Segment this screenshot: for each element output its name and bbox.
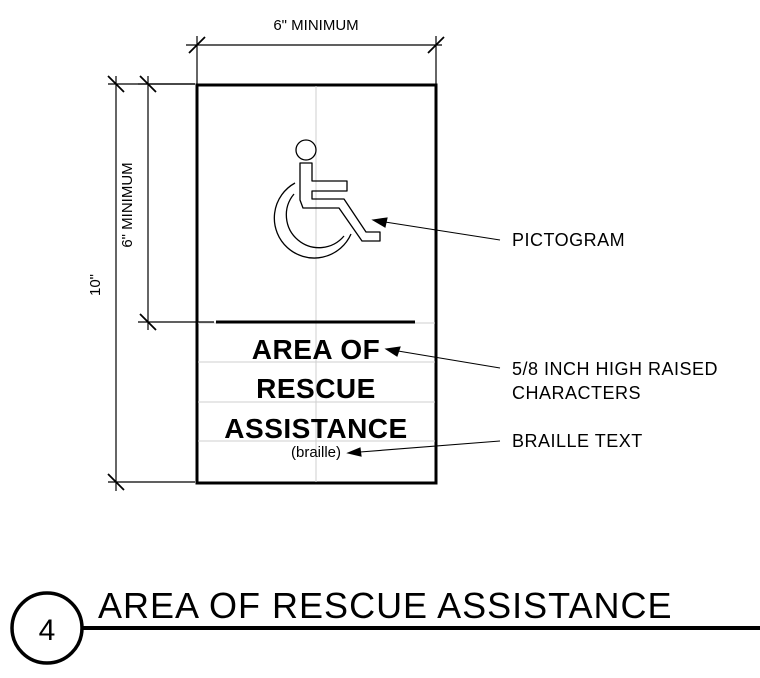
detail-number: 4 <box>39 614 56 647</box>
sign-text-line-1: AREA OF <box>252 334 380 365</box>
width-dimension <box>186 36 445 84</box>
width-dimension-label: 6" MINIMUM <box>273 17 358 34</box>
braille-label: (braille) <box>291 444 341 461</box>
pictogram-height-dimension <box>138 75 214 331</box>
callout-raised-characters-line-2: CHARACTERS <box>512 383 641 403</box>
pictogram-height-label: 6" MINIMUM <box>119 162 136 247</box>
callout-raised-characters-line-1: 5/8 INCH HIGH RAISED <box>512 359 718 379</box>
sign-border <box>195 83 438 485</box>
sign-text-line-3: ASSISTANCE <box>224 413 407 444</box>
overall-height-dimension <box>107 75 195 491</box>
detail-title: AREA OF RESCUE ASSISTANCE <box>98 585 672 626</box>
leader-lines <box>346 217 501 457</box>
overall-height-label: 10" <box>87 274 104 296</box>
sign-text-line-2: RESCUE <box>256 373 376 404</box>
callout-pictogram: PICTOGRAM <box>512 230 625 250</box>
callout-braille-text: BRAILLE TEXT <box>512 431 643 451</box>
wheelchair-accessibility-icon <box>273 139 381 259</box>
